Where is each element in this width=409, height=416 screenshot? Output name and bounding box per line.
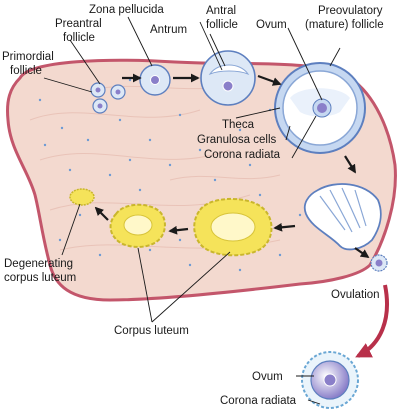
label-antral-line2: follicle [206, 19, 238, 31]
label-preantral-line2: follicle [63, 32, 95, 44]
label-corona-radiata-bottom: Corona radiata [220, 395, 297, 407]
label-primordial-line2: follicle [10, 65, 42, 77]
label-theca: Theca [222, 119, 255, 131]
label-ovum-top: Ovum [256, 19, 287, 31]
label-primordial-line1: Primordial [2, 51, 54, 63]
label-corona-radiata-mid: Corona radiata [204, 149, 281, 161]
corpus-luteum-large [194, 199, 271, 255]
label-antrum: Antrum [150, 24, 187, 36]
preantral-follicle [140, 65, 170, 95]
label-ovulation: Ovulation [331, 289, 380, 301]
antral-follicle [201, 51, 255, 105]
label-zona-pellucida: Zona pellucida [89, 4, 164, 16]
label-preovulatory-line1: Preovulatory [318, 5, 383, 17]
ovulated-ovum [371, 255, 387, 271]
corpus-luteum-small [111, 205, 165, 247]
released-ovum [302, 352, 358, 408]
label-degenerating-line1: Degenerating [4, 258, 73, 270]
preovulatory-follicle [275, 63, 365, 153]
label-granulosa-cells: Granulosa cells [197, 134, 277, 146]
degenerating-corpus-luteum [70, 189, 94, 205]
label-degenerating-line2: corpus luteum [4, 272, 76, 284]
label-ovum-bottom: Ovum [252, 371, 283, 383]
label-preantral-line1: Preantral [55, 18, 102, 30]
label-antral-line1: Antral [206, 5, 236, 17]
label-corpus-luteum: Corpus luteum [114, 325, 189, 337]
label-preovulatory-line2: (mature) follicle [305, 19, 384, 31]
